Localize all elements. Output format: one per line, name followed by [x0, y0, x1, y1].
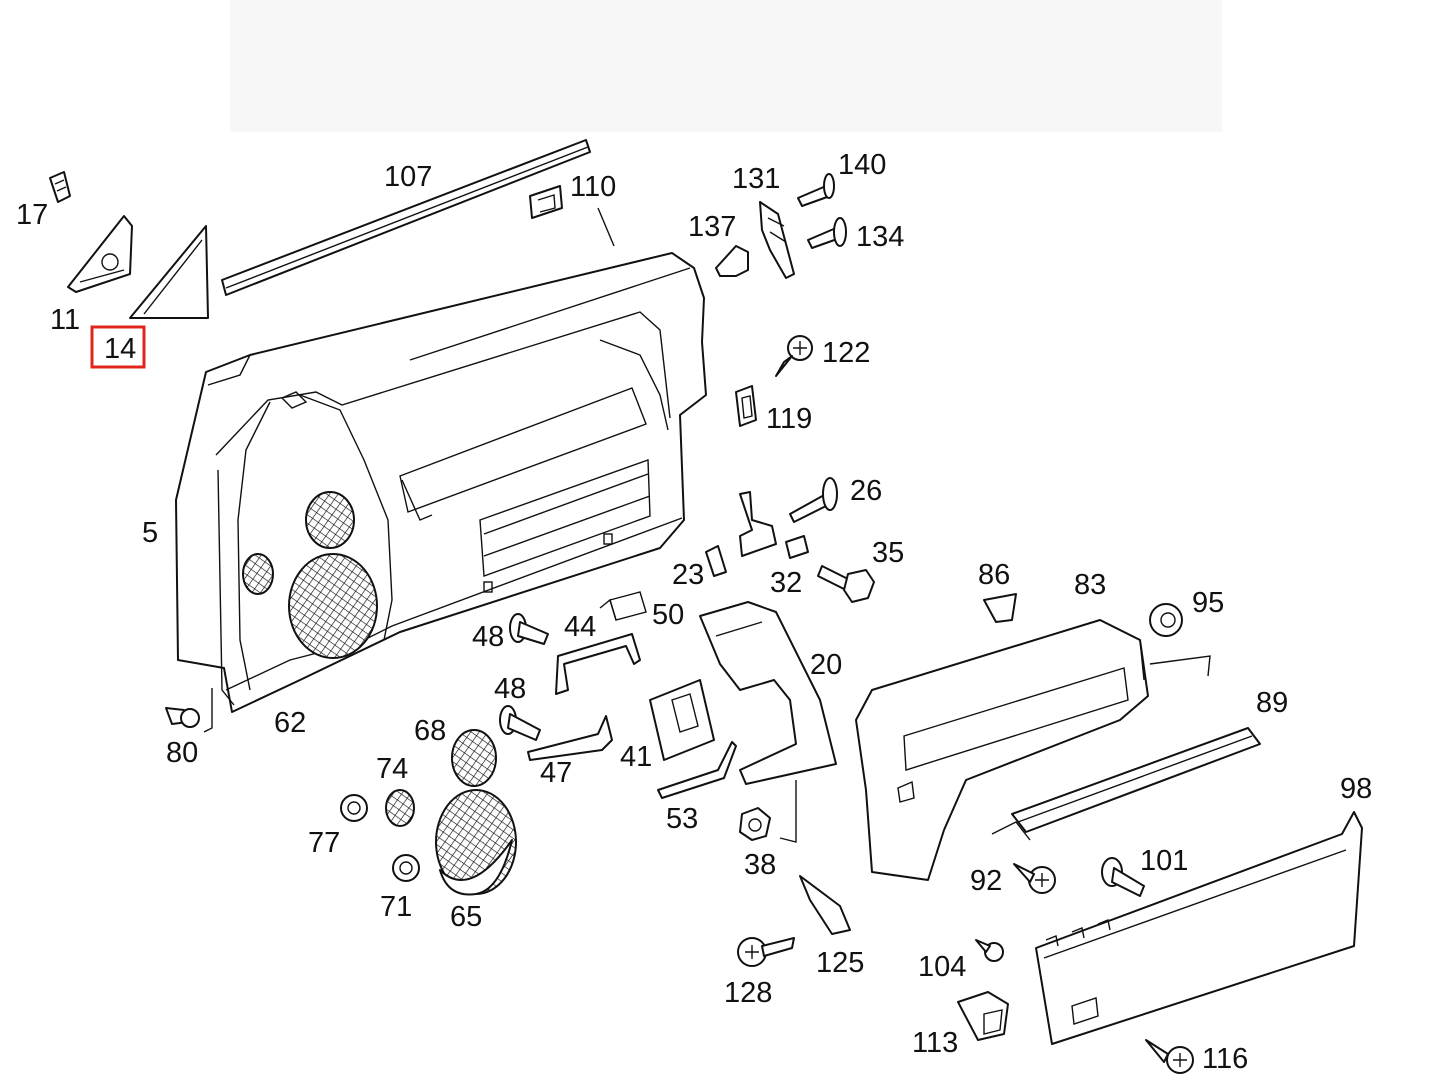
part-label-50: 50 — [652, 599, 684, 631]
part-label-53: 53 — [666, 803, 698, 835]
part-label-35: 35 — [872, 537, 904, 569]
part-label-48: 48 — [472, 621, 504, 653]
strip-part — [657, 741, 737, 799]
part-label-47: 47 — [540, 757, 572, 789]
part-label-20: 20 — [810, 649, 842, 681]
switch-part — [649, 679, 715, 761]
scan-background-right — [1222, 0, 1445, 145]
speaker-grill-part — [340, 729, 517, 896]
door-panel-part — [175, 252, 707, 713]
part-label-38: 38 — [744, 849, 776, 881]
part-label-74: 74 — [376, 753, 408, 785]
part-label-71: 71 — [380, 891, 412, 923]
handle-mechanism-part — [555, 591, 647, 695]
part-label-80: 80 — [166, 737, 198, 769]
part-label-122: 122 — [822, 337, 870, 369]
part-label-26: 26 — [850, 475, 882, 507]
part-label-140: 140 — [838, 149, 886, 181]
part-label-5: 5 — [142, 517, 158, 549]
bracket-part — [759, 201, 795, 279]
part-label-83: 83 — [1074, 569, 1106, 601]
part-label-92: 92 — [970, 865, 1002, 897]
leader-line — [597, 207, 615, 247]
part-label-77: 77 — [308, 827, 340, 859]
part-label-11: 11 — [50, 304, 80, 336]
leader-line — [1149, 655, 1211, 677]
bolt-part — [817, 565, 875, 603]
clip-part — [785, 535, 809, 559]
part-label-125: 125 — [816, 947, 864, 979]
part-labels: 17 11 14 107 110 131 140 137 134 122 119… — [16, 149, 1372, 1075]
part-label-104: 104 — [918, 951, 966, 983]
leader-line — [779, 780, 797, 843]
armrest-trim-part — [699, 601, 837, 785]
fastener-part — [165, 707, 200, 728]
part-label-86: 86 — [978, 559, 1010, 591]
screw-part — [789, 477, 838, 523]
screw-part — [797, 173, 847, 249]
clip-part — [983, 593, 1017, 623]
part-label-17: 17 — [16, 199, 48, 231]
part-label-23: 23 — [672, 559, 704, 591]
scan-background-left — [0, 0, 230, 132]
screw-part — [1013, 857, 1145, 897]
part-label-14: 14 — [104, 333, 136, 365]
part-label-107: 107 — [384, 161, 432, 193]
part-label-110: 110 — [570, 171, 616, 203]
part-label-128: 128 — [724, 977, 772, 1009]
part-label-89: 89 — [1256, 687, 1288, 719]
part-label-137: 137 — [688, 211, 736, 243]
leader-line — [203, 688, 213, 733]
triangle-trim-part — [129, 225, 209, 319]
part-label-44: 44 — [564, 611, 596, 643]
part-label-113: 113 — [912, 1027, 958, 1059]
window-strip-part — [221, 139, 591, 296]
highlight-box — [90, 325, 146, 369]
plug-part — [715, 245, 749, 277]
part-label-65: 65 — [450, 901, 482, 933]
part-label-95: 95 — [1192, 587, 1224, 619]
screw-part — [775, 335, 813, 377]
part-label-68: 68 — [414, 715, 446, 747]
part-label-131: 131 — [732, 163, 780, 195]
lower-panel-part — [855, 619, 1149, 881]
bottom-panel-part — [1035, 811, 1363, 1045]
scan-background — [0, 0, 1445, 132]
part-label-119: 119 — [766, 403, 812, 435]
screw-part — [499, 613, 549, 741]
nut-part — [739, 807, 771, 841]
rod-part — [527, 715, 613, 761]
trim-bar-part — [991, 727, 1261, 841]
mirror-cover-part — [67, 215, 133, 293]
clip-part — [49, 171, 71, 203]
part-label-116: 116 — [1202, 1043, 1248, 1075]
part-label-41: 41 — [620, 741, 652, 773]
clip-part — [735, 385, 757, 427]
part-label-32: 32 — [770, 567, 802, 599]
bracket-part — [705, 491, 777, 577]
fastener-part — [737, 875, 1194, 1074]
part-label-134: 134 — [856, 221, 904, 253]
part-label-101: 101 — [1140, 845, 1188, 877]
small-handle-part — [529, 185, 563, 219]
part-label-48b: 48 — [494, 673, 526, 705]
part-label-98: 98 — [1340, 773, 1372, 805]
grommet-part — [1149, 603, 1183, 637]
part-label-62: 62 — [274, 707, 306, 739]
